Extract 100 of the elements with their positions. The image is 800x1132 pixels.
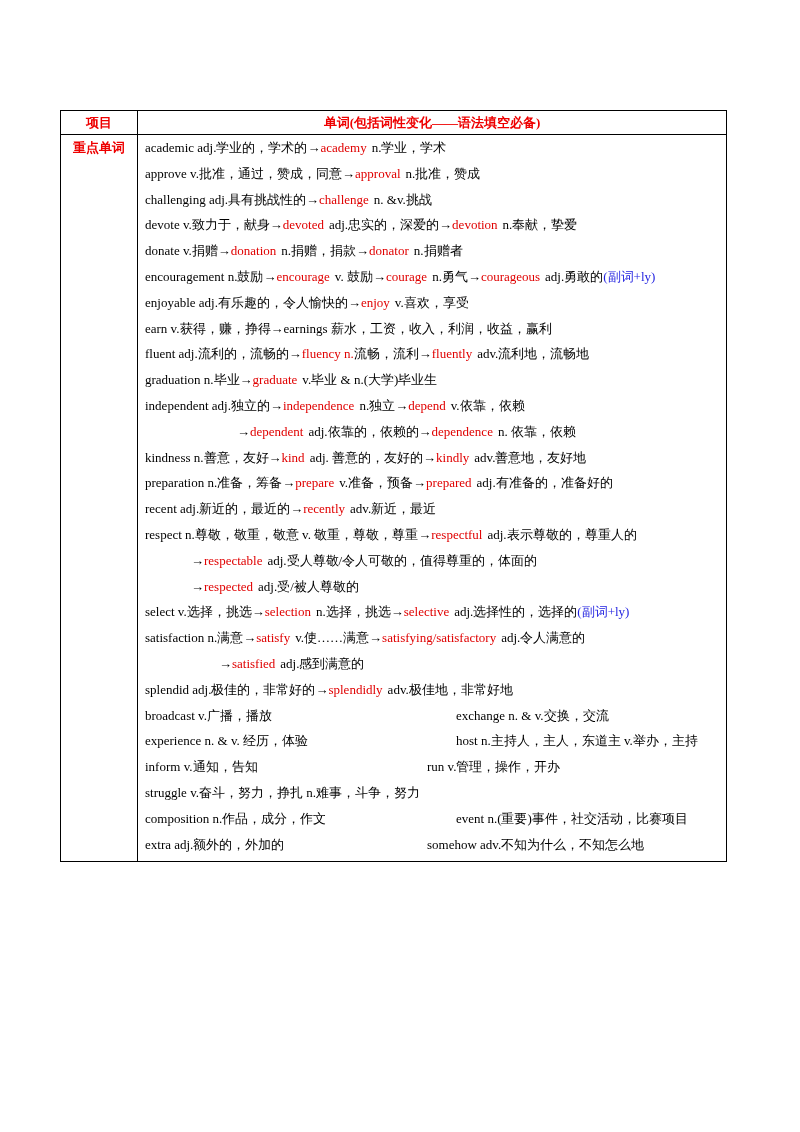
- derived-word: splendidly: [328, 681, 383, 698]
- derived-word: graduate: [252, 372, 298, 389]
- word-entry: adj.依靠的，依赖的→: [308, 423, 432, 440]
- word-entry: event n.(重要)事件，社交活动，比赛项目: [456, 810, 688, 827]
- word-entry: n.学业，学术: [371, 140, 447, 156]
- word-entry: extra adj.额外的，外加的: [145, 836, 285, 853]
- derived-word: courage: [386, 269, 428, 285]
- derived-word: satisfy: [256, 630, 291, 647]
- word-entry: adv.新近，最近: [350, 501, 437, 518]
- derived-word: respectful: [431, 527, 483, 543]
- derived-word: prepare: [295, 475, 335, 492]
- derived-word: approval: [355, 165, 401, 182]
- word-entry: n.奉献，挚爱: [502, 217, 578, 234]
- word-entry: v.准备，预备→: [339, 475, 427, 492]
- word-entry: encouragement n.鼓励→: [145, 269, 277, 285]
- row-header: 重点单词: [73, 140, 125, 155]
- word-entry: n.捐赠，捐款→: [281, 243, 370, 260]
- word-entry: broadcast v.广播，播放: [145, 707, 272, 724]
- word-entry: splendid adj.极佳的，非常好的→: [145, 681, 329, 698]
- word-entry: devote v.致力于，献身→: [145, 217, 283, 234]
- derived-word: independence: [282, 398, 355, 414]
- word-entry: n.捐赠者: [413, 243, 463, 260]
- derived-word: satisfied: [232, 656, 276, 672]
- derived-word: fluently: [431, 346, 473, 363]
- word-entry: v.依靠，依赖: [450, 398, 525, 414]
- word-entry: earn v.获得，赚，挣得→earnings 薪水，工资，收入，利润，收益，赢利: [145, 320, 552, 337]
- derived-word: depend: [408, 398, 446, 414]
- derived-word: devoted: [282, 217, 324, 234]
- word-entry: adj.有准备的，准备好的: [476, 475, 613, 492]
- word-entry: adj.勇敢的: [545, 269, 604, 285]
- word-entry: fluent adj.流利的，流畅的→: [145, 346, 302, 363]
- derived-word: fluency n.: [301, 346, 354, 363]
- word-entry: recent adj.新近的，最近的→: [145, 501, 304, 518]
- derived-word: enjoy: [360, 294, 390, 311]
- word-entry: approve v.批准，通过，赞成，同意→: [145, 165, 356, 182]
- derived-word: courageous: [480, 269, 541, 285]
- word-entry: n.批准，赞成: [405, 165, 481, 182]
- word-entry: select v.选择，挑选→: [145, 604, 265, 621]
- column-header: 项目: [86, 115, 112, 130]
- word-entry: →: [191, 578, 204, 595]
- word-entry: experience n. & v. 经历，体验: [145, 733, 309, 750]
- column-header: 单词(包括词性变化——语法填空必备): [323, 115, 541, 130]
- word-entry: composition n.作品，成分，作文: [145, 810, 327, 827]
- word-entry: →: [191, 552, 204, 569]
- word-entry: v.喜欢，享受: [394, 294, 469, 311]
- derived-word: dependent: [250, 423, 304, 440]
- word-entry: v. 鼓励→: [334, 269, 386, 285]
- derived-word: challenge: [319, 191, 369, 208]
- word-entry: independent adj.独立的→: [145, 398, 283, 414]
- word-entry: adj.受/被人尊敬的: [258, 578, 359, 595]
- word-entry: →: [237, 423, 250, 440]
- word-entry: respect n.尊敬，敬重，敬意 v. 敬重，尊敬，尊重→: [145, 527, 432, 543]
- derived-word: dependence: [431, 423, 493, 440]
- word-entry: struggle v.奋斗，努力，挣扎 n.难事，斗争，努力: [145, 785, 421, 801]
- word-entry: preparation n.准备，筹备→: [145, 475, 296, 492]
- word-entry: n. &v.挑战: [373, 191, 432, 208]
- word-entry: run v.管理，操作，开办: [427, 759, 561, 776]
- word-entry: adj.受人尊敬/令人可敬的，值得尊重的，体面的: [267, 552, 538, 569]
- word-entry: inform v.通知，告知: [145, 759, 258, 776]
- word-entry: n.独立→: [359, 398, 409, 414]
- word-entry: satisfaction n.满意→: [145, 630, 257, 647]
- word-entry: host n.主持人，主人，东道主 v.举办，主持: [456, 733, 698, 750]
- word-entry: n. 依靠，依赖: [497, 423, 576, 440]
- derived-word: selective: [403, 604, 450, 621]
- word-entry: challenging adj.具有挑战性的→: [145, 191, 320, 208]
- derived-word: selection: [264, 604, 311, 621]
- derived-word: satisfying/satisfactory: [382, 630, 497, 647]
- derived-word: respectable: [204, 552, 263, 569]
- word-entry: v.毕业 & n.(大学)毕业生: [302, 372, 438, 389]
- note-text: (副词+ly): [603, 269, 656, 285]
- word-entry: academic adj.学业的，学术的→: [145, 140, 321, 156]
- word-entry: enjoyable adj.有乐趣的，令人愉快的→: [145, 294, 361, 311]
- word-entry: adj.忠实的，深爱的→: [328, 217, 453, 234]
- derived-word: academy: [320, 140, 367, 156]
- word-entry: adj.选择性的，选择的: [454, 604, 578, 621]
- word-entry: adv.极佳地，非常好地: [387, 681, 513, 698]
- note-text: (副词+ly): [577, 604, 630, 621]
- derived-word: kindly: [436, 449, 470, 466]
- word-entry: v.使……满意→: [295, 630, 383, 647]
- word-entry: kindness n.善意，友好→: [145, 449, 282, 466]
- word-entry: donate v.捐赠→: [145, 243, 231, 260]
- derived-word: devotion: [452, 217, 498, 234]
- derived-word: encourage: [276, 269, 330, 285]
- word-entry: →: [219, 656, 232, 672]
- derived-word: donation: [230, 243, 277, 260]
- word-entry: adj.令人满意的: [501, 630, 586, 647]
- derived-word: respected: [204, 578, 254, 595]
- word-entry: adj. 善意的，友好的→: [309, 449, 436, 466]
- word-entry: n.选择，挑选→: [315, 604, 404, 621]
- word-entry: adj.感到满意的: [280, 656, 365, 672]
- word-entry: adv.流利地，流畅地: [477, 346, 590, 363]
- word-entry: somehow adv.不知为什么，不知怎么地: [427, 836, 645, 853]
- derived-word: donator: [369, 243, 409, 260]
- derived-word: kind: [281, 449, 305, 466]
- word-entry: graduation n.毕业→: [145, 372, 253, 389]
- word-entry: n.勇气→: [432, 269, 481, 285]
- derived-word: prepared: [426, 475, 472, 492]
- word-entry: adj.表示尊敬的，尊重人的: [487, 527, 637, 543]
- word-entry: exchange n. & v.交换，交流: [456, 707, 609, 724]
- derived-word: recently: [303, 501, 345, 518]
